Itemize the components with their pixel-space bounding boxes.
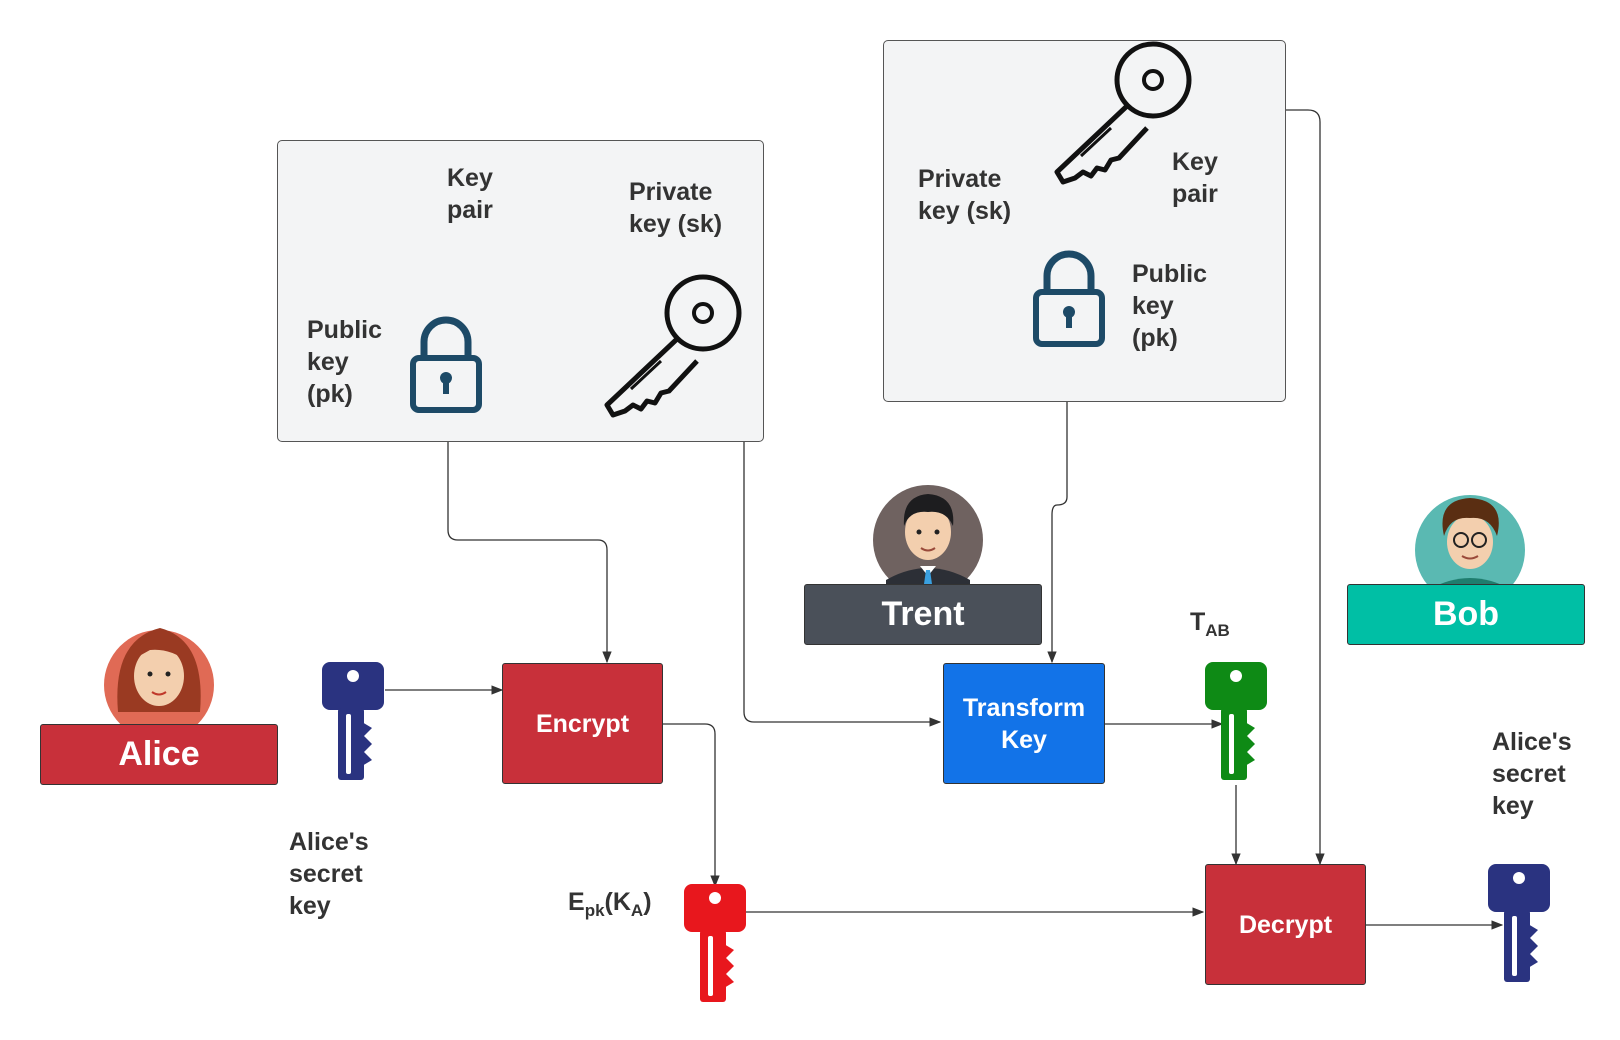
left-key-pair-panel: [277, 140, 764, 442]
person-avatar: [1415, 495, 1525, 605]
tab-key-label: TAB: [1190, 608, 1230, 640]
encrypt-process: Encrypt: [502, 663, 663, 784]
padlock-icon: [1036, 254, 1102, 344]
person-avatar: [873, 485, 983, 595]
actor-alice: Alice: [40, 724, 278, 785]
key-icon: [1488, 864, 1550, 982]
skeleton-key-icon: [1057, 44, 1189, 182]
conn-encrypt-to-epk: [663, 723, 720, 888]
epk-key-label: Epk(KA): [568, 888, 652, 920]
decrypt-process: Decrypt: [1205, 864, 1366, 985]
actor-bob: Bob: [1347, 584, 1585, 645]
conn-pk-to-transform: [1047, 347, 1068, 664]
key-icon: [684, 884, 746, 1002]
conn-pk-to-encrypt: [447, 413, 612, 664]
key-icon: [1205, 662, 1267, 780]
actor-trent: Trent: [804, 584, 1042, 645]
person-avatar: [104, 628, 214, 740]
padlock-icon: [413, 320, 479, 410]
key-icon: [322, 662, 384, 780]
conn-sk-to-decrypt: [1170, 109, 1325, 866]
skeleton-key-icon: [607, 277, 739, 415]
